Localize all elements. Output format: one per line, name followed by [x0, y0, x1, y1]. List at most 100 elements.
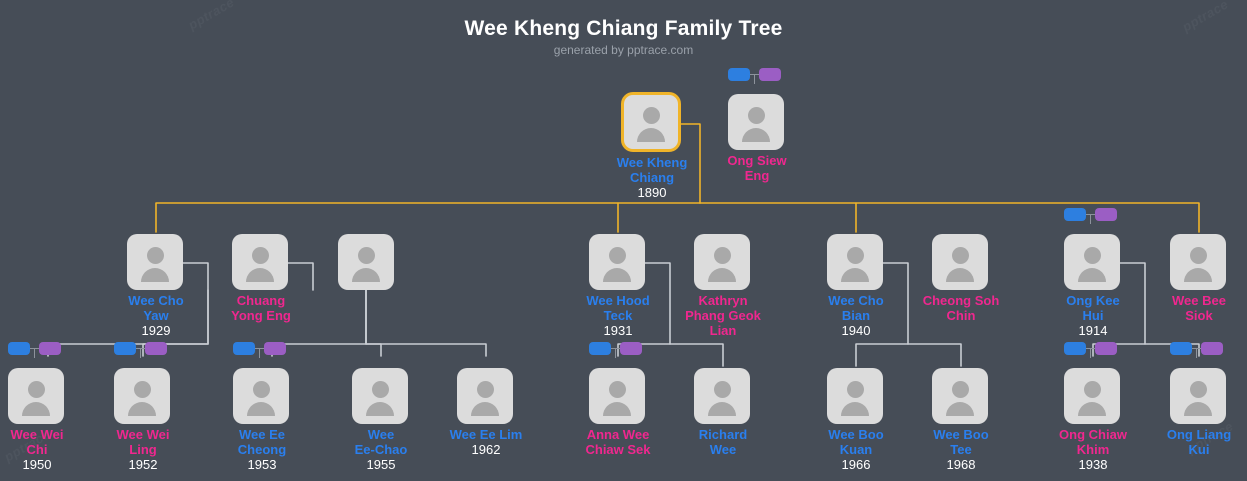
- person-icon-head: [27, 381, 45, 398]
- person-birth-year: 1966: [841, 457, 871, 472]
- avatar[interactable]: [352, 368, 408, 424]
- avatar[interactable]: [694, 234, 750, 290]
- person-birth-year: 1953: [247, 457, 277, 472]
- female-pill-icon: [145, 342, 167, 355]
- person-icon-body: [946, 268, 974, 282]
- male-pill-icon: [1064, 342, 1086, 355]
- person-icon-head: [846, 381, 864, 398]
- avatar[interactable]: [114, 368, 170, 424]
- person-icon-head: [252, 381, 270, 398]
- avatar[interactable]: [127, 234, 183, 290]
- avatar[interactable]: [457, 368, 513, 424]
- person-node-ong-siew-eng[interactable]: Ong Siew Eng: [727, 68, 787, 183]
- person-icon-head: [642, 107, 660, 124]
- person-name: Wee Ee-Chao: [354, 427, 408, 457]
- person-name: Wee Boo Tee: [933, 427, 989, 457]
- male-pill-icon: [233, 342, 255, 355]
- person-icon-head: [1189, 247, 1207, 264]
- person-birth-year: 1952: [128, 457, 158, 472]
- badge-stem-icon: [1090, 214, 1091, 224]
- person-icon-body: [471, 402, 499, 416]
- person-icon-body: [1184, 402, 1212, 416]
- avatar[interactable]: [232, 234, 288, 290]
- male-pill-icon: [728, 68, 750, 81]
- female-pill-icon: [620, 342, 642, 355]
- person-node-unnamed-spouse[interactable]: [338, 234, 396, 290]
- person-name: Cheong Soh Chin: [922, 293, 1000, 323]
- person-icon-body: [946, 402, 974, 416]
- avatar[interactable]: [589, 234, 645, 290]
- person-name: Ong Siew Eng: [727, 153, 787, 183]
- person-birth-year: 1968: [946, 457, 976, 472]
- person-icon-head: [1083, 247, 1101, 264]
- root-connector: [155, 202, 701, 233]
- badge-stem-icon: [615, 348, 616, 358]
- person-icon-body: [247, 402, 275, 416]
- avatar[interactable]: [338, 234, 394, 290]
- avatar[interactable]: [8, 368, 64, 424]
- person-node-anna-wee-chiaw-sek[interactable]: Anna Wee Chiaw Sek: [585, 342, 651, 457]
- person-node-cheong-soh-chin[interactable]: Cheong Soh Chin: [923, 234, 999, 323]
- person-node-wee-bee-siok[interactable]: Wee Bee Siok: [1170, 234, 1228, 323]
- couple-badge: [728, 68, 786, 84]
- person-node-richard-wee[interactable]: Richard Wee: [694, 368, 752, 457]
- avatar[interactable]: [1170, 368, 1226, 424]
- avatar[interactable]: [694, 368, 750, 424]
- person-icon-body: [603, 402, 631, 416]
- avatar[interactable]: [728, 94, 784, 150]
- avatar[interactable]: [932, 234, 988, 290]
- person-icon-head: [747, 107, 765, 124]
- avatar[interactable]: [827, 368, 883, 424]
- couple-badge: [233, 342, 291, 358]
- person-icon-head: [846, 247, 864, 264]
- person-icon-head: [951, 381, 969, 398]
- person-birth-year: 1938: [1078, 457, 1108, 472]
- person-birth-year: 1962: [471, 442, 501, 457]
- avatar[interactable]: [621, 92, 681, 152]
- avatar[interactable]: [827, 234, 883, 290]
- avatar[interactable]: [1170, 234, 1226, 290]
- avatar[interactable]: [233, 368, 289, 424]
- person-icon-body: [708, 268, 736, 282]
- person-node-kathryn-phang[interactable]: Kathryn Phang Geok Lian: [685, 234, 761, 338]
- connector: [365, 289, 382, 357]
- female-pill-icon: [1095, 342, 1117, 355]
- male-pill-icon: [114, 342, 136, 355]
- female-pill-icon: [39, 342, 61, 355]
- male-pill-icon: [1170, 342, 1192, 355]
- person-name: Kathryn Phang Geok Lian: [685, 293, 761, 338]
- avatar[interactable]: [1064, 234, 1120, 290]
- person-icon-head: [713, 247, 731, 264]
- badge-stem-icon: [1196, 348, 1197, 358]
- avatar[interactable]: [589, 368, 645, 424]
- person-icon-body: [637, 128, 665, 142]
- person-node-chuang-yong-eng[interactable]: Chuang Yong Eng: [231, 234, 291, 323]
- person-icon-body: [1078, 402, 1106, 416]
- connector: [669, 343, 724, 367]
- male-pill-icon: [589, 342, 611, 355]
- couple-badge: [114, 342, 172, 358]
- person-node-ong-liang-kui[interactable]: Ong Liang Kui: [1167, 342, 1231, 457]
- person-icon-head: [1189, 381, 1207, 398]
- person-icon-body: [366, 402, 394, 416]
- badge-stem-icon: [259, 348, 260, 358]
- person-name: Richard Wee: [698, 427, 748, 457]
- avatar[interactable]: [932, 368, 988, 424]
- person-icon-body: [352, 268, 380, 282]
- person-name: Wee Cho Yaw: [128, 293, 184, 323]
- avatar[interactable]: [1064, 368, 1120, 424]
- female-pill-icon: [1095, 208, 1117, 221]
